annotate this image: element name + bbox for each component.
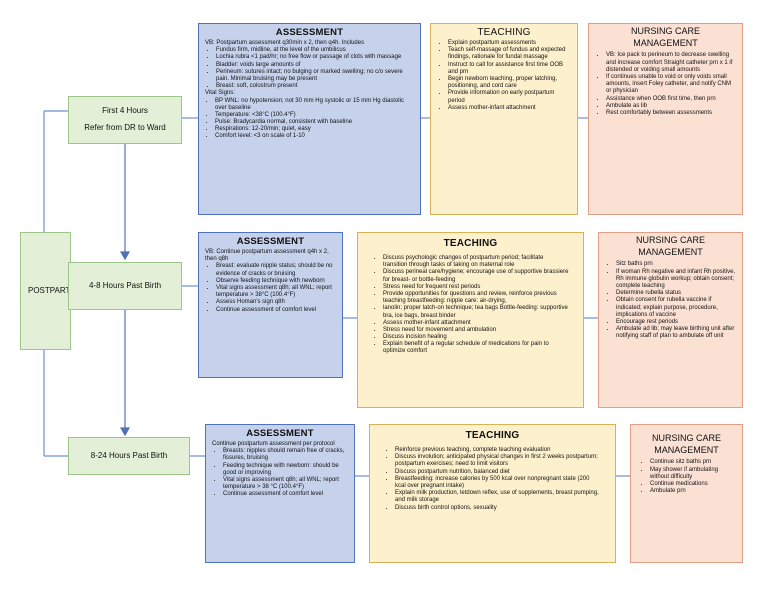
teaching-item: Discuss postpartum nutrition, balanced d… xyxy=(395,469,601,476)
root-node-postpartum-period: POSTPARTUM PERIOD xyxy=(20,232,71,350)
assessment-item: Continue assessment of comfort level xyxy=(223,491,348,498)
teaching-item: Discuss psychologic changes of postpartu… xyxy=(383,255,569,269)
stage-label-line: 8-24 Hours Past Birth xyxy=(90,450,168,460)
teaching-item: Instruct to call for assistance first ti… xyxy=(448,62,571,76)
stage-node-8-24-hours: 8-24 Hours Past Birth xyxy=(68,437,190,475)
nursing-item: May shower if ambulating without difficu… xyxy=(650,467,734,481)
stage-node-4-8-hours: 4-8 Hours Past Birth xyxy=(68,262,182,310)
teaching-box-row3: TEACHING Reinforce previous teaching, co… xyxy=(369,424,616,563)
assessment-item: Breast: evaluate nipple status; should b… xyxy=(216,263,336,277)
teaching-item: Provide opportunities for questions and … xyxy=(383,291,569,305)
teaching-item: Begin newborn teaching, proper latching,… xyxy=(448,76,571,90)
assessment-title: ASSESSMENT xyxy=(246,428,314,439)
assessment-box-row3: ASSESSMENT Continue postpartum assessmen… xyxy=(205,424,355,563)
assessment-box-row1: ASSESSMENT VB: Postpartum assessment q30… xyxy=(198,23,421,215)
assessment-item: Bladder: voids large amounts of xyxy=(216,62,414,69)
nursing-item: Sitz baths prn xyxy=(616,261,736,268)
nursing-item: Assistance when OOB first time, then prn xyxy=(606,96,736,103)
nursing-title-line: MANAGEMENT xyxy=(633,37,698,48)
nursing-item: If woman Rh negative and infant Rh posit… xyxy=(616,269,736,291)
vital-sign-item: Temperature: <38°C (100.4°F) xyxy=(215,112,414,119)
nursing-care-title: NURSING CARE MANAGEMENT xyxy=(599,235,742,258)
vital-sign-item: Pulse: Bradycardia normal, consistent wi… xyxy=(215,119,414,126)
teaching-item: Discuss birth control options, sexuality xyxy=(395,505,601,512)
nursing-item: Continue sitz baths prn xyxy=(650,459,734,466)
nursing-care-box-row2: NURSING CARE MANAGEMENT Sitz baths prn I… xyxy=(598,232,743,408)
assessment-box-row2: ASSESSMENT VB: Continue postpartum asses… xyxy=(198,232,343,378)
assessment-item: Breast: soft, colostrum present xyxy=(216,83,414,90)
assessment-item: Breasts: nipples should remain free of c… xyxy=(223,448,348,462)
stage-label-line: First 4 Hours xyxy=(102,106,148,116)
assessment-item: Fundus firm, midline, at the level of th… xyxy=(216,47,414,54)
arrowhead-stage3 xyxy=(119,427,131,437)
nursing-item: Continue medications xyxy=(650,481,734,488)
nursing-title-line: NURSING CARE xyxy=(635,235,705,245)
assessment-item: Continue assessment of comfort level xyxy=(216,307,336,314)
teaching-item: Discuss incision healing xyxy=(383,334,569,341)
nursing-item: Ambulate ad lib; may leave birthing unit… xyxy=(616,326,736,340)
assessment-item: Observe feeding technique with newborn xyxy=(216,278,336,285)
assessment-item: Lochia rubra <1 pad/hr; no free flow or … xyxy=(216,54,414,61)
nursing-item: Encourage rest periods xyxy=(616,319,736,326)
stage-label-line: Refer from DR to Ward xyxy=(84,123,166,132)
assessment-intro: Continue postpartum assessment per proto… xyxy=(212,441,335,447)
assessment-item: Vital signs assessment q8h; all WNL; rep… xyxy=(223,477,348,491)
vital-sign-item: Comfort level: <3 on scale of 1-10 xyxy=(215,133,414,140)
assessment-item: Perineum: sutures intact; no bulging or … xyxy=(216,69,414,83)
teaching-item: Assess mother-infant attachment xyxy=(383,320,569,327)
nursing-title-line: MANAGEMENT xyxy=(638,246,703,257)
root-label: POSTPARTUM PERIOD xyxy=(28,285,70,295)
stage-label-line: 4-8 Hours Past Birth xyxy=(88,280,162,290)
teaching-item: Discuss perineal care/hygiene; encourage… xyxy=(383,269,569,283)
teaching-item: Explain milk production, letdown reflex,… xyxy=(395,490,601,504)
teaching-item: Stress need for movement and ambulation xyxy=(383,327,569,334)
teaching-title: TEACHING xyxy=(465,430,520,441)
nursing-item: If continues unable to void or only void… xyxy=(606,74,736,96)
nursing-item: Determine rubella status xyxy=(616,290,736,297)
nursing-item: VB: Ice pack to perineum to decrease swe… xyxy=(606,52,736,74)
nursing-title-line: NURSING CARE xyxy=(630,26,700,36)
teaching-box-row2: TEACHING Discuss psychologic changes of … xyxy=(357,232,584,408)
teaching-box-row1: TEACHING Explain postpartum assessments … xyxy=(430,23,578,215)
teaching-item: Assess mother-infant attachment xyxy=(448,105,571,112)
teaching-item: Breastfeeding: increase calories by 500 … xyxy=(395,476,601,490)
assessment-item: Vital signs assessment q8h; all WNL; rep… xyxy=(216,285,336,299)
teaching-item: Reinforce previous teaching, complete te… xyxy=(395,447,601,454)
teaching-item: Teach self-massage of fundus and expecte… xyxy=(448,47,571,61)
assessment-item: Assess Homan's sign q8h xyxy=(216,299,336,306)
teaching-item: Provide information on early postpartum … xyxy=(448,90,571,104)
assessment-intro: VB: Continue postpartum assessment q4h x… xyxy=(205,249,329,263)
teaching-item: Explain benefit of a regular schedule of… xyxy=(383,341,569,355)
nursing-care-box-row3: NURSING CARE MANAGEMENT Continue sitz ba… xyxy=(630,424,743,563)
teaching-item: Discuss involution; anticipated physical… xyxy=(395,454,601,468)
nursing-item: Rest comfortably between assessments xyxy=(606,110,736,117)
stage-node-first-4-hours: First 4 Hours Refer from DR to Ward xyxy=(68,96,182,144)
nursing-care-title: NURSING CARE MANAGEMENT xyxy=(631,433,742,456)
assessment-title: ASSESSMENT xyxy=(236,236,305,247)
teaching-item: Stress need for frequent rest periods xyxy=(383,284,569,291)
arrowhead-stage2 xyxy=(119,251,131,261)
teaching-title: TEACHING xyxy=(443,238,498,249)
nursing-item: Ambulate as lib xyxy=(606,103,736,110)
assessment-title: ASSESSMENT xyxy=(275,27,344,38)
vital-signs-heading: Vital Signs: xyxy=(205,90,235,97)
nursing-item: Obtain consent for rubella vaccine if in… xyxy=(616,297,736,319)
nursing-item: Ambulate prn xyxy=(650,488,734,495)
teaching-item: lanolin; proper latch-on technique; tea … xyxy=(383,305,569,319)
assessment-item: Feeding technique with newborn: should b… xyxy=(223,463,348,477)
nursing-care-box-row1: NURSING CARE MANAGEMENT VB: Ice pack to … xyxy=(588,23,743,215)
nursing-care-title: NURSING CARE MANAGEMENT xyxy=(589,26,742,49)
nursing-title-line: NURSING CARE xyxy=(651,433,721,443)
teaching-title: TEACHING xyxy=(477,27,531,38)
vital-sign-item: Respirations: 12-20/min; quiet, easy xyxy=(215,126,414,133)
nursing-title-line: MANAGEMENT xyxy=(654,444,719,455)
teaching-item: Explain postpartum assessments xyxy=(448,40,571,47)
vital-sign-item: BP WNL: no hypotension; not 30 mm Hg sys… xyxy=(215,98,414,112)
assessment-intro: VB: Postpartum assessment q30min x 2, th… xyxy=(205,40,365,46)
